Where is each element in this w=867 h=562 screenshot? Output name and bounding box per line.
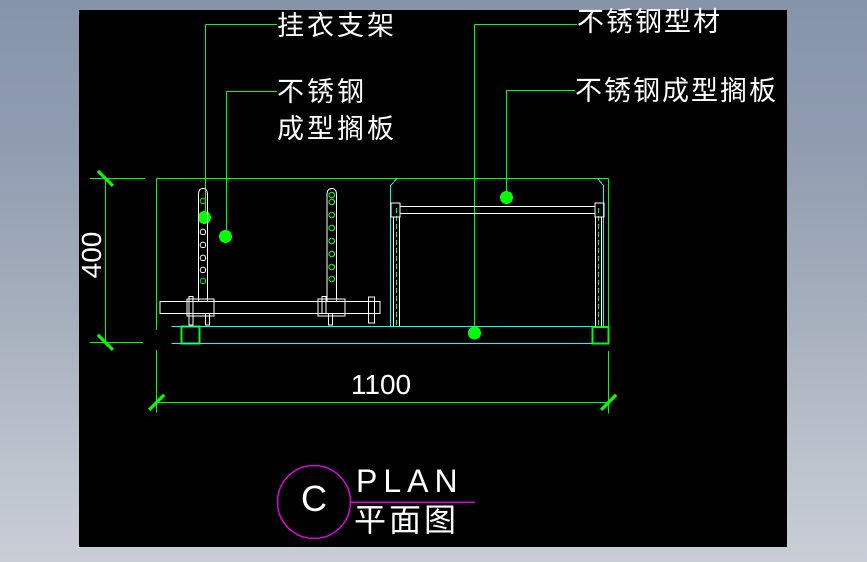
detail-bubble-letter: C [301, 478, 327, 519]
drawing-canvas [79, 10, 787, 547]
label-stainless-line1: 不锈钢 [277, 77, 367, 107]
dimension-width-1100: 1100 [350, 369, 412, 400]
label-stainless-shelf: 不锈钢成型搁板 [575, 76, 778, 106]
title-plan-cn: 平面图 [354, 502, 460, 538]
title-plan-en: PLAN [356, 463, 464, 499]
dimension-height-400: 400 [76, 231, 107, 279]
label-stainless-line2: 成型搁板 [277, 114, 397, 144]
label-stainless-profile: 不锈钢型材 [577, 7, 722, 37]
label-hanger-bracket: 挂衣支架 [277, 11, 397, 41]
